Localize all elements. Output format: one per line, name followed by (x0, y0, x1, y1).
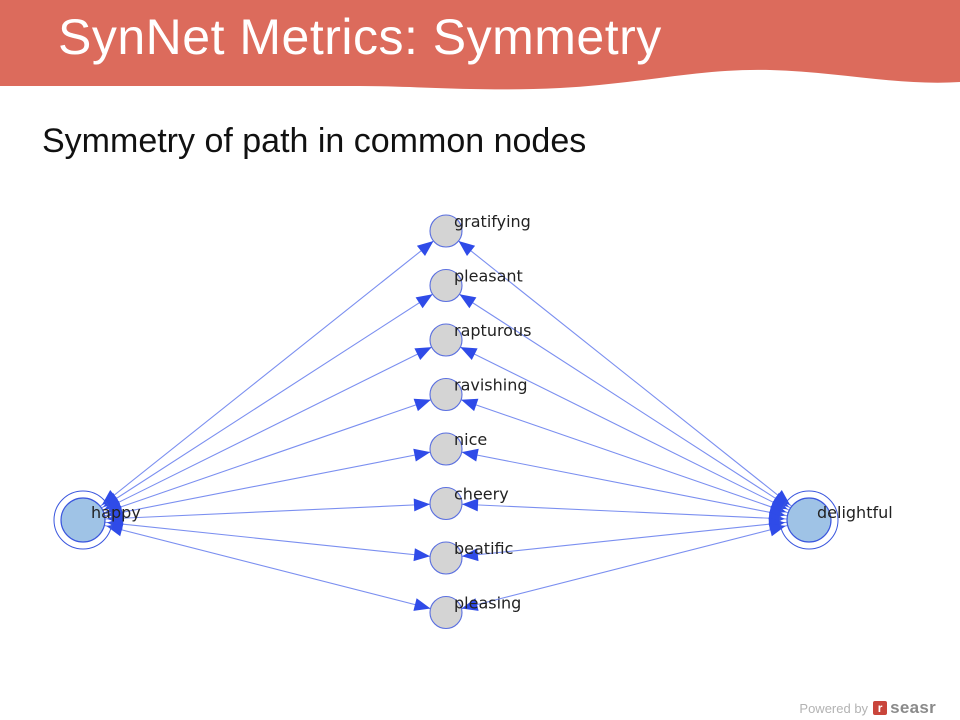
edge-pleasant-delightful (445, 285, 810, 521)
node-label-pleasant: pleasant (454, 267, 523, 286)
node-label-happy: happy (91, 503, 141, 522)
slide-subtitle: Symmetry of path in common nodes (42, 122, 587, 160)
node-ring-delightful (779, 490, 839, 550)
arrowhead-to-cheery-from-happy (413, 498, 430, 512)
edge-happy-nice (82, 448, 447, 521)
node-rapturous (429, 323, 463, 357)
arrowhead-to-beatific-from-delightful (461, 548, 479, 562)
node-gratifying (429, 214, 463, 248)
node-beatific (429, 541, 463, 575)
edge-beatific-delightful (445, 519, 810, 559)
node-delightful (786, 497, 832, 543)
node-label-cheery: cheery (454, 485, 509, 504)
edge-happy-gratifying (82, 230, 447, 521)
edge-nice-delightful (445, 448, 810, 521)
node-label-rapturous: rapturous (454, 321, 531, 340)
edge-happy-beatific (82, 519, 447, 559)
edges-layer (82, 230, 810, 614)
node-label-ravishing: ravishing (454, 376, 528, 395)
footer-branding: Powered by r seasr (799, 698, 936, 718)
edge-happy-rapturous (82, 339, 447, 521)
arrowhead-to-ravishing-from-delightful (461, 398, 479, 412)
arrowhead-to-pleasant-from-delightful (459, 294, 477, 309)
arrowhead-to-rapturous-from-delightful (460, 347, 478, 360)
arrowhead-to-pleasing-from-happy (413, 598, 431, 611)
node-cheery (429, 486, 463, 521)
seasr-logo-text: seasr (890, 698, 936, 717)
arrowhead-to-cheery-from-delightful (462, 498, 479, 512)
banner-wave-shape (0, 0, 960, 90)
arrowhead-to-pleasing-from-delightful (461, 598, 479, 611)
edge-happy-cheery (82, 502, 447, 521)
seasr-logo: r seasr (873, 698, 936, 718)
edge-gratifying-delightful (445, 230, 810, 521)
arrowhead-to-happy-from-pleasing (106, 523, 124, 537)
node-nice (429, 432, 463, 466)
arrowhead-to-nice-from-happy (413, 448, 431, 462)
arrowhead-to-delightful-from-pleasing (768, 523, 786, 537)
nodes-layer: happy delightful gratifying pleasant rapturo… (53, 212, 893, 630)
seasr-logo-icon: r (873, 701, 888, 715)
arrowhead-to-gratifying-from-delightful (458, 241, 476, 256)
arrowhead-to-ravishing-from-happy (413, 398, 431, 412)
edge-rapturous-delightful (445, 339, 810, 521)
node-pleasing (429, 595, 463, 630)
node-label-beatific: beatific (454, 539, 513, 558)
edge-happy-ravishing (82, 393, 447, 521)
edge-happy-pleasing (82, 519, 447, 614)
arrowhead-to-rapturous-from-happy (414, 347, 432, 360)
node-label-pleasing: pleasing (454, 594, 521, 613)
slide-title: SynNet Metrics: Symmetry (58, 9, 662, 65)
node-label-gratifying: gratifying (454, 212, 531, 231)
powered-by-text: Powered by (799, 700, 869, 716)
node-label-delightful: delightful (817, 503, 893, 522)
edge-pleasing-delightful (445, 519, 810, 614)
node-ravishing (429, 377, 463, 412)
edge-ravishing-delightful (445, 393, 810, 521)
arrowhead-to-beatific-from-happy (413, 548, 431, 562)
node-label-nice: nice (454, 430, 487, 449)
node-ring-happy (53, 490, 113, 550)
arrowhead-to-pleasant-from-happy (415, 294, 433, 309)
edge-happy-pleasant (82, 285, 447, 521)
title-banner (0, 0, 960, 90)
node-pleasant (429, 268, 463, 303)
node-happy (60, 497, 106, 543)
arrowhead-to-gratifying-from-happy (416, 241, 434, 256)
arrowhead-to-nice-from-delightful (461, 448, 479, 462)
edge-cheery-delightful (445, 502, 810, 521)
